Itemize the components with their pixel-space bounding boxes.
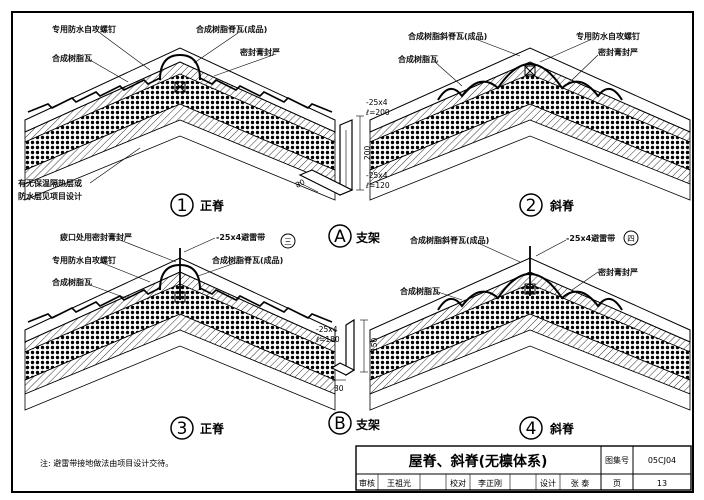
dim-a-height: 200 <box>363 145 372 160</box>
dim-b-base: 30 <box>334 384 344 393</box>
design-label: 设计 <box>540 478 556 488</box>
designer-name: 张 泰 <box>571 478 590 488</box>
hip-tile <box>437 63 623 101</box>
detail-2-marker <box>519 193 543 217</box>
detail-2-number: 2 <box>526 196 537 216</box>
detail-1-caption: 正脊 <box>200 198 225 213</box>
section-ref-marker <box>623 230 639 246</box>
ridge-tile <box>159 53 201 93</box>
dim-a-section-1: -25x4 <box>366 98 388 107</box>
bracket-b-caption: 支架 <box>355 417 380 432</box>
title-block: 屋脊、斜脊(无檩体系) 图集号 05CJ04 页 13 审核 王祖光 校对 李正… <box>355 445 692 491</box>
label-resin-tile: 合成树脂瓦 <box>399 286 440 296</box>
dim-a-base: 80 <box>294 177 307 190</box>
label-resin-tile: 合成树脂瓦 <box>51 277 92 287</box>
page-number: 13 <box>657 479 667 488</box>
detail-2-caption: 斜脊 <box>549 198 575 213</box>
detail-3-caption: 正脊 <box>200 421 225 436</box>
bracket-a-letter: A <box>334 227 346 247</box>
review-label: 审核 <box>359 478 375 488</box>
page-label: 页 <box>613 479 621 488</box>
detail-3-number: 3 <box>177 419 188 439</box>
label-screw: 专用防水自攻螺钉 <box>52 255 116 265</box>
detail-1-number: 1 <box>177 196 188 216</box>
label-hip-tile: 合成树脂斜脊瓦(成品) <box>407 31 487 41</box>
roof-section <box>24 47 336 201</box>
bracket-a-marker <box>328 224 352 248</box>
dim-a-section-2: -25x4 <box>366 171 388 180</box>
bracket-a-caption: 支架 <box>355 230 380 245</box>
label-sealant: 密封膏封严 <box>239 47 280 57</box>
section-ref-number: 三 <box>284 237 292 246</box>
checker-name: 李正刚 <box>478 478 502 488</box>
hip-tile <box>437 246 623 311</box>
reviewer-name: 王祖光 <box>387 478 411 488</box>
detail-4-number: 4 <box>526 419 537 439</box>
sheet-frame <box>11 11 694 493</box>
bracket-b-marker <box>328 411 352 435</box>
general-note: 注: 避雷带接地做法由项目设计交待。 <box>40 458 173 468</box>
label-ridge-tile: 合成树脂脊瓦(成品) <box>195 24 267 34</box>
roof-section <box>369 257 691 411</box>
label-resin-tile: 合成树脂瓦 <box>51 53 92 63</box>
section-ref-number: 四 <box>627 234 635 243</box>
label-screw: 专用防水自攻螺钉 <box>52 24 116 34</box>
section-ref-marker <box>280 233 296 249</box>
dim-b-height: 150 <box>370 337 379 352</box>
bracket-a: -25x4 ℓ=200 200 -25x4 ℓ=120 80 A 支架 <box>294 98 390 248</box>
detail-2-leaders <box>434 39 599 87</box>
detail-1: 专用防水自攻螺钉 合成树脂脊瓦(成品) 密封膏封严 合成树脂瓦 有无保温隔热层或… <box>18 24 336 217</box>
detail-4-leaders <box>437 239 599 301</box>
drawing-title: 屋脊、斜脊(无檩体系) <box>409 453 548 470</box>
bracket-b-letter: B <box>334 414 346 434</box>
label-sealant-joint: 疲口处用密封膏封严 <box>60 232 132 242</box>
detail-1-marker <box>170 193 194 217</box>
dim-b-length: ℓ=180 <box>315 335 340 344</box>
detail-3-marker <box>170 416 194 440</box>
set-number: 05CJ04 <box>648 456 676 465</box>
bracket-b: -25x4 ℓ=180 150 30 B 支架 <box>315 318 380 435</box>
set-number-label: 图集号 <box>605 455 629 465</box>
detail-1-leaders <box>89 32 277 184</box>
label-hip-tile: 合成树脂斜脊瓦(成品) <box>409 235 489 245</box>
dim-a-length-2: ℓ=120 <box>365 181 390 190</box>
detail-4: 合成树脂斜脊瓦(成品) -25x4避雷带 四 合成树脂瓦 密封膏封严 4 斜脊 <box>369 230 691 440</box>
label-ridge-tile: 合成树脂脊瓦(成品) <box>211 255 283 265</box>
detail-4-marker <box>519 416 543 440</box>
detail-3-leaders <box>89 237 239 299</box>
label-lightning-strip: -25x4避雷带 <box>216 232 265 242</box>
detail-3: 疲口处用密封膏封严 -25x4避雷带 三 专用防水自攻螺钉 合成树脂脊瓦(成品)… <box>24 232 336 440</box>
label-insulation-note-1: 有无保温隔热层或 <box>18 178 82 188</box>
dim-a-length-1: ℓ=200 <box>365 108 390 117</box>
check-label: 校对 <box>450 478 466 488</box>
label-sealant: 密封膏封严 <box>597 267 638 277</box>
label-screw: 专用防水自攻螺钉 <box>576 31 640 41</box>
label-lightning-strip: -25x4避雷带 <box>566 233 615 243</box>
label-sealant: 密封膏封严 <box>597 47 638 57</box>
dim-b-section: -25x4 <box>316 325 338 334</box>
roof-section <box>369 47 691 201</box>
label-resin-tile: 合成树脂瓦 <box>397 54 438 64</box>
ridge-tile <box>159 248 201 303</box>
detail-2: 合成树脂斜脊瓦(成品) 专用防水自攻螺钉 合成树脂瓦 密封膏封严 2 斜脊 <box>369 31 691 217</box>
detail-4-caption: 斜脊 <box>549 421 575 436</box>
label-insulation-note-2: 防水层见项目设计 <box>18 191 82 201</box>
